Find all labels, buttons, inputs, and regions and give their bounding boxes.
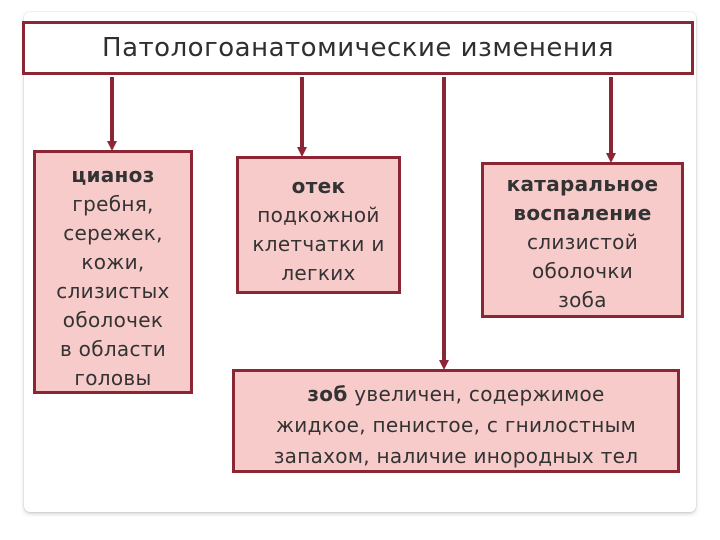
card-edema-line: подкожной [257,203,380,227]
card-catarrhal-line: оболочки [531,259,634,283]
card-cyanosis-line: кожи, [81,250,145,274]
diagram-title-text: Патологоанатомические изменения [102,33,614,63]
card-catarrhal-head: катаральное [506,172,659,196]
card-catarrhal: катаральное воспаление слизистой оболочк… [481,162,684,318]
card-cyanosis: цианоз гребня, сережек, кожи, слизистых … [33,150,193,394]
card-edema: отек подкожной клетчатки и легких [236,156,401,294]
card-cyanosis-line: головы [74,366,152,390]
card-cyanosis-line: гребня, [72,192,154,216]
card-crop-line: запахом, наличие инородных тел [273,444,639,468]
card-crop-line: увеличен, содержимое [347,382,605,406]
card-crop-first-line: зоб увеличен, содержимое [235,379,677,410]
card-crop: зоб увеличен, содержимое жидкое, пенисто… [232,369,680,473]
card-catarrhal-head: воспаление [513,201,652,225]
card-cyanosis-line: сережек, [63,221,163,245]
card-cyanosis-line: оболочек [62,308,164,332]
card-crop-line: жидкое, пенистое, с гнилостным [275,413,637,437]
card-edema-line: легких [281,261,356,285]
card-cyanosis-line: слизистых [56,279,170,303]
card-cyanosis-line: в области [59,337,167,361]
diagram-title: Патологоанатомические изменения [22,21,694,75]
card-edema-head: отек [291,174,346,198]
card-catarrhal-line: слизистой [527,230,638,254]
card-edema-line: клетчатки и [252,232,385,256]
card-crop-head: зоб [307,382,348,406]
card-catarrhal-line: зоба [558,288,607,312]
card-cyanosis-head: цианоз [71,163,155,187]
